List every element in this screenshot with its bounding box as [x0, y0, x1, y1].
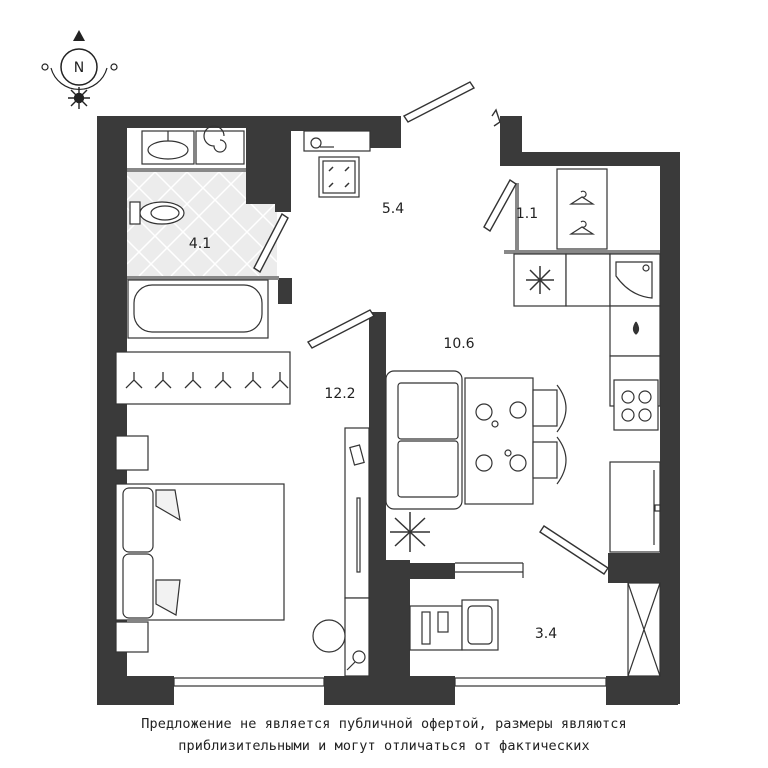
room-area-balcony: 3.4	[535, 626, 557, 642]
bathroom-fixtures	[127, 125, 269, 339]
plant-icon	[390, 512, 430, 552]
wall-partitions	[127, 168, 660, 280]
hallway-fixtures	[303, 130, 371, 198]
doors	[253, 81, 609, 575]
room-area-hallway: 5.4	[382, 201, 404, 217]
disclaimer-line-1: Предложение не является публичной оферто…	[141, 716, 627, 732]
compass-north-label: N	[74, 60, 84, 76]
kitchen-fixtures	[513, 253, 661, 553]
balcony-furniture	[409, 599, 499, 651]
room-area-bedroom: 12.2	[324, 386, 355, 402]
disclaimer-line-2: приблизительными и могут отличаться от ф…	[178, 738, 590, 754]
bedroom-furniture	[115, 351, 370, 677]
room-area-kitchen-living: 10.6	[443, 336, 474, 352]
windows	[173, 582, 661, 687]
wardrobe-hangers	[125, 372, 289, 389]
compass-icon	[41, 30, 118, 109]
room-area-bathroom: 4.1	[189, 236, 211, 252]
living-furniture	[385, 370, 567, 510]
room-area-closet: 1.1	[516, 206, 538, 222]
walls	[97, 116, 680, 705]
closet-fixtures	[556, 168, 608, 250]
